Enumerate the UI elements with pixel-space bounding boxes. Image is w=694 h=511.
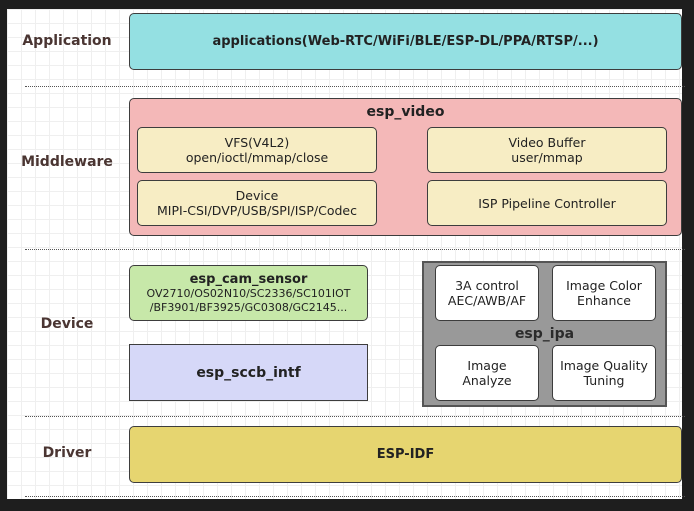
esp-cam-sensor-line2: /BF3901/BF3925/GC0308/GC2145... xyxy=(149,300,348,314)
esp-sccb-intf-box: esp_sccb_intf xyxy=(129,344,368,401)
esp-cam-sensor-title: esp_cam_sensor xyxy=(189,271,308,287)
esp-cam-sensor-line1: OV2710/OS02N10/SC2336/SC101IOT xyxy=(146,286,351,300)
layer-separator xyxy=(25,249,685,250)
isp-pipeline-box: ISP Pipeline Controller xyxy=(427,180,667,226)
ipa-module-line1: 3A control xyxy=(455,278,519,293)
video-buffer-line1: Video Buffer xyxy=(508,135,586,150)
layer-separator xyxy=(25,86,685,87)
layer-label-application: Application xyxy=(22,33,112,49)
video-buffer-box: Video Buffer user/mmap xyxy=(427,127,667,173)
ipa-module-image-quality-tuning: Image Quality Tuning xyxy=(552,345,656,401)
ipa-module-line2: Enhance xyxy=(577,293,631,308)
ipa-module-line2: Tuning xyxy=(583,373,625,388)
applications-label: applications(Web-RTC/WiFi/BLE/ESP-DL/PPA… xyxy=(212,34,599,49)
esp-ipa-title: esp_ipa xyxy=(514,326,575,342)
esp-sccb-intf-title: esp_sccb_intf xyxy=(196,364,301,381)
ipa-module-line2: AEC/AWB/AF xyxy=(447,293,527,308)
vfs-line1: VFS(V4L2) xyxy=(224,135,290,150)
vfs-line2: open/ioctl/mmap/close xyxy=(185,150,329,165)
diagram-canvas: Application Middleware Device Driver app… xyxy=(7,9,685,499)
ipa-module-line1: Image Color xyxy=(566,278,642,293)
layer-label-middleware: Middleware xyxy=(21,154,113,170)
ipa-module-3a-control: 3A control AEC/AWB/AF xyxy=(435,265,539,321)
applications-box: applications(Web-RTC/WiFi/BLE/ESP-DL/PPA… xyxy=(129,13,682,70)
isp-pipeline-label: ISP Pipeline Controller xyxy=(478,195,616,211)
ipa-module-image-analyze: Image Analyze xyxy=(435,345,539,401)
esp-cam-sensor-box: esp_cam_sensor OV2710/OS02N10/SC2336/SC1… xyxy=(129,265,368,321)
layer-separator xyxy=(25,496,685,497)
esp-idf-box: ESP-IDF xyxy=(129,426,682,483)
ipa-module-line2: Analyze xyxy=(462,373,512,388)
video-buffer-line2: user/mmap xyxy=(511,150,583,165)
vfs-box: VFS(V4L2) open/ioctl/mmap/close xyxy=(137,127,377,173)
device-line1: Device xyxy=(235,188,279,203)
esp-idf-label: ESP-IDF xyxy=(376,447,435,462)
ipa-module-line1: Image xyxy=(467,358,507,373)
device-line2: MIPI-CSI/DVP/USB/SPI/ISP/Codec xyxy=(157,203,357,218)
ipa-module-image-color-enhance: Image Color Enhance xyxy=(552,265,656,321)
layer-label-driver: Driver xyxy=(42,445,92,461)
esp-video-title: esp_video xyxy=(366,104,445,120)
layer-separator xyxy=(25,416,685,417)
layer-label-device: Device xyxy=(40,316,94,332)
ipa-module-line1: Image Quality xyxy=(560,358,648,373)
device-box: Device MIPI-CSI/DVP/USB/SPI/ISP/Codec xyxy=(137,180,377,226)
